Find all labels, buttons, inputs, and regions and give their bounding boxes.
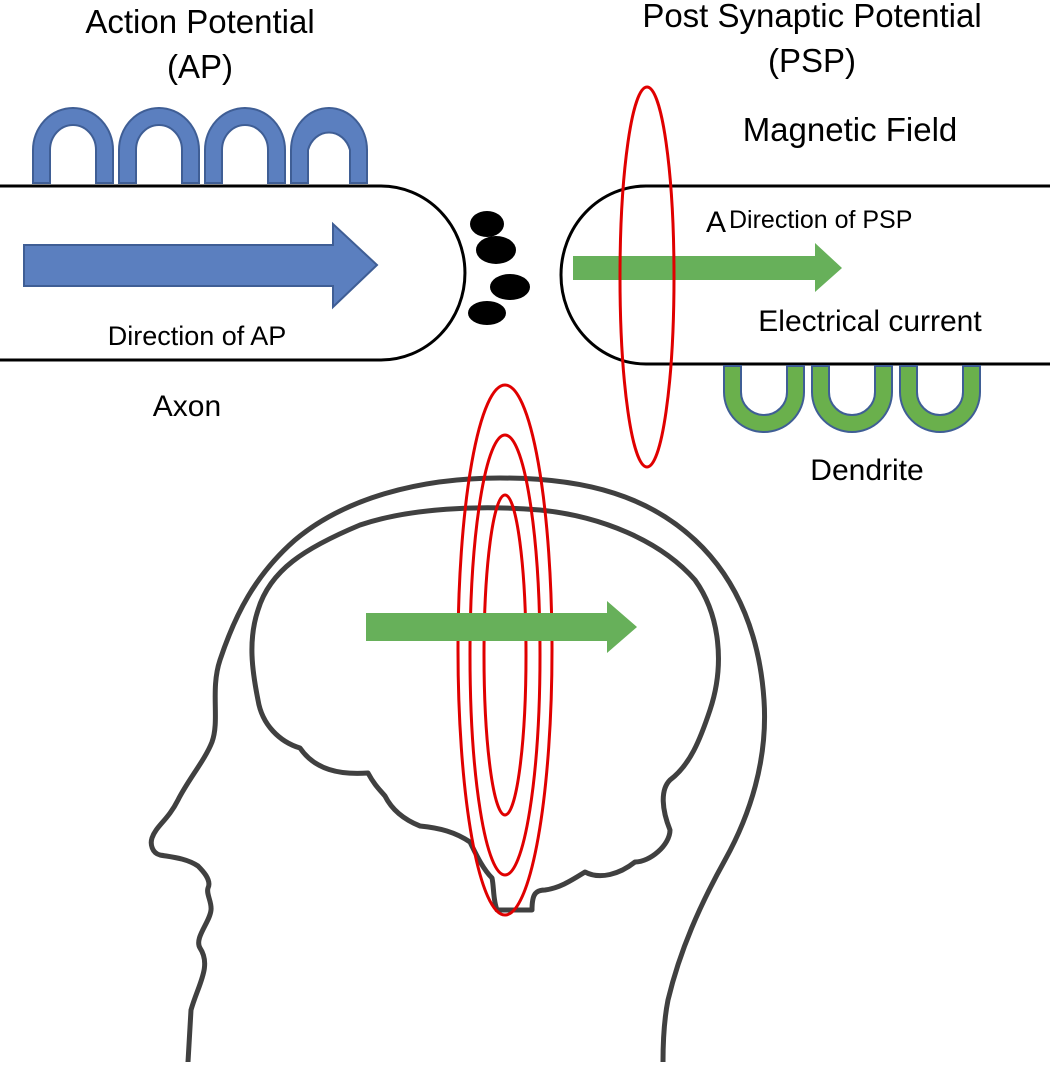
ap-title-line2: (AP)	[167, 48, 233, 85]
magnetic-field-label: Magnetic Field	[743, 111, 958, 148]
psp-current-arrow-icon	[573, 243, 842, 292]
vesicles-icon	[468, 211, 530, 325]
ap-title-line1: Action Potential	[85, 3, 314, 40]
direction-of-psp-prefix: A	[706, 206, 726, 239]
psp-title-line2: (PSP)	[768, 42, 856, 79]
direction-of-ap-label: Direction of AP	[108, 321, 287, 351]
dendrite-label: Dendrite	[810, 454, 923, 487]
psp-title-line1: Post Synaptic Potential	[642, 0, 981, 34]
direction-of-psp-label: Direction of PSP	[729, 206, 912, 234]
ap-bumps-icon	[32, 107, 368, 184]
magnetic-field-ring-icon	[618, 85, 676, 469]
axon-label: Axon	[153, 390, 221, 423]
head-silhouette-icon	[148, 475, 768, 1065]
dendrite-bumps-icon	[723, 365, 981, 433]
ap-direction-arrow-icon	[23, 221, 379, 310]
electrical-current-label: Electrical current	[758, 305, 982, 338]
head-current-arrow-icon	[366, 601, 637, 653]
head-magnetic-field-rings-icon	[456, 383, 554, 917]
